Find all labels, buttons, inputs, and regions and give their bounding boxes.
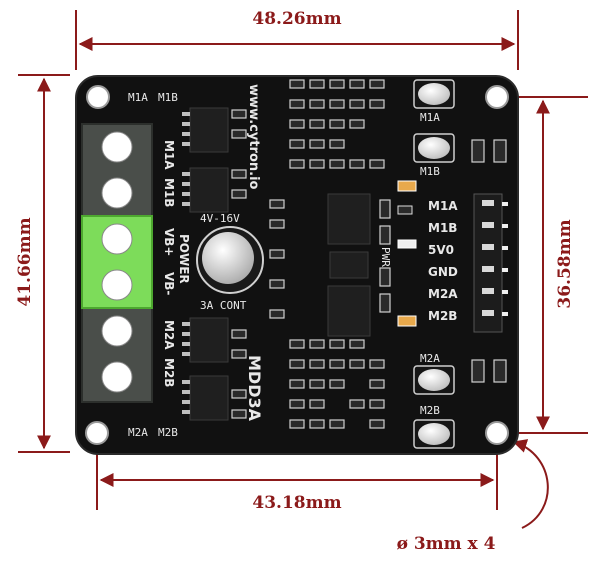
led-bottom xyxy=(397,315,417,327)
terminal-screw-6[interactable] xyxy=(101,361,133,393)
terminal-screw-4[interactable] xyxy=(101,269,133,301)
pwr-led xyxy=(397,239,417,249)
website-label: www.cytron.io xyxy=(246,84,261,190)
hole-note-label: ø 3mm x 4 xyxy=(397,534,496,554)
button-label-m1a: M1A xyxy=(420,111,440,124)
terminal-label-m1b: M1B xyxy=(162,178,176,207)
smd-components xyxy=(231,79,391,429)
terminal-block xyxy=(81,123,153,403)
voltage-label: 4V-16V xyxy=(200,212,240,225)
diodes xyxy=(471,139,507,383)
hole-callout: ø 3mm x 4 xyxy=(397,439,549,554)
dimension-right: 36.58mm xyxy=(506,96,588,434)
right-height-label: 36.58mm xyxy=(555,219,575,308)
led-resistor xyxy=(397,205,413,215)
terminal-label-vbminus: VB- xyxy=(162,272,176,295)
terminal-screw-2[interactable] xyxy=(101,177,133,209)
mount-hole-top-left xyxy=(86,85,110,109)
button-m2b[interactable] xyxy=(413,419,455,449)
button-m1a[interactable] xyxy=(413,79,455,109)
terminal-label-m2a: M2A xyxy=(162,320,176,350)
header-label-m2a: M2A xyxy=(428,287,458,301)
button-label-m2a: M2A xyxy=(420,352,440,365)
mount-hole-top-right xyxy=(485,85,509,109)
terminal-label-m2b: M2B xyxy=(162,358,176,387)
header-label-m1b: M1B xyxy=(428,221,457,235)
mount-hole-bottom-right xyxy=(485,421,509,445)
terminal-screw-5[interactable] xyxy=(101,315,133,347)
pcb-board: M1A M1B M2A M2B M1A M1B VB+ VB- M2A M2B … xyxy=(75,75,519,455)
header-label-gnd: GND xyxy=(428,265,458,279)
corner-label-m2b: M2B xyxy=(158,426,178,439)
current-label: 3A CONT xyxy=(200,299,247,312)
button-label-m2b: M2B xyxy=(420,404,440,417)
button-m1b[interactable] xyxy=(413,133,455,163)
header-label-m1a: M1A xyxy=(428,199,458,213)
mount-hole-bottom-left xyxy=(85,421,109,445)
corner-label-m2a: M2A xyxy=(128,426,148,439)
power-label: POWER xyxy=(177,234,191,284)
terminal-screw-3[interactable] xyxy=(101,223,133,255)
button-label-m1b: M1B xyxy=(420,165,440,178)
pin-header[interactable] xyxy=(473,193,508,333)
ic-pins xyxy=(182,112,190,414)
led-top xyxy=(397,180,417,192)
dimension-left: 41.66mm xyxy=(15,74,70,453)
header-label-m2b: M2B xyxy=(428,309,457,323)
dimension-top: 48.26mm xyxy=(75,9,519,70)
terminal-label-m1a: M1A xyxy=(162,140,176,170)
terminal-label-vbplus: VB+ xyxy=(162,228,176,257)
dimension-bottom: 43.18mm xyxy=(96,442,498,513)
corner-label-m1b: M1B xyxy=(158,91,178,104)
button-m2a[interactable] xyxy=(413,365,455,395)
electrolytic-capacitor xyxy=(196,226,264,294)
driver-ics xyxy=(189,107,371,421)
left-height-label: 41.66mm xyxy=(15,217,35,306)
pwr-label: PWR xyxy=(379,247,392,267)
header-label-5v0: 5V0 xyxy=(428,243,454,257)
terminal-screw-1[interactable] xyxy=(101,131,133,163)
corner-label-m1a: M1A xyxy=(128,91,148,104)
model-label: MDD3A xyxy=(245,355,264,422)
top-width-label: 48.26mm xyxy=(252,9,341,29)
bottom-width-label: 43.18mm xyxy=(252,493,341,513)
